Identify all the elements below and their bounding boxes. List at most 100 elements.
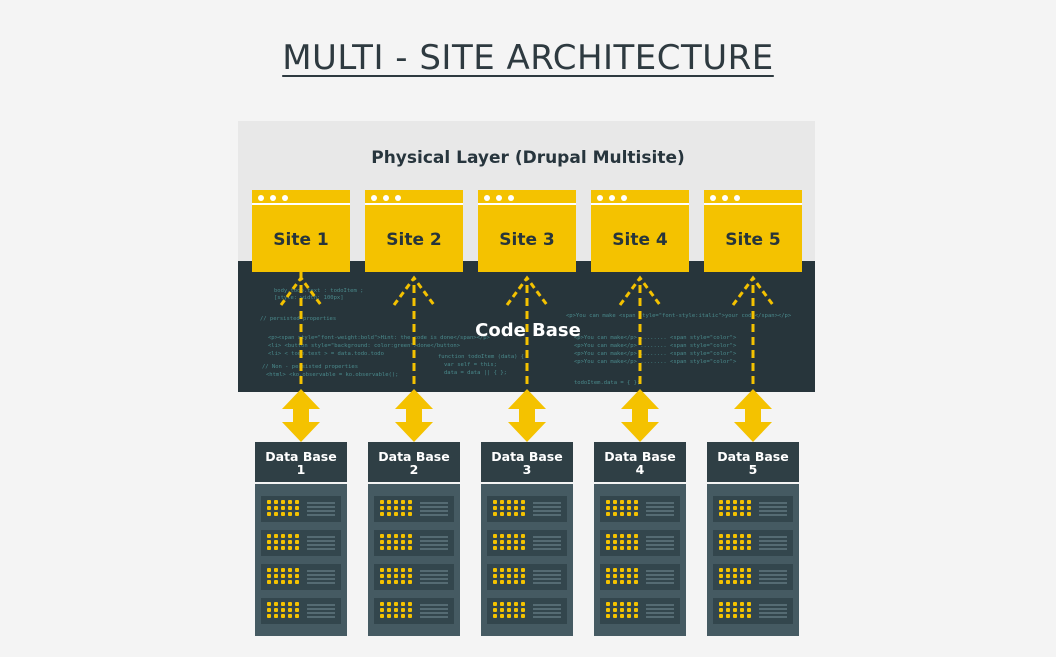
server-led [740,602,744,606]
database-number: 3 [522,462,532,477]
server-slot [759,570,787,572]
site-window-1: Site 1 [252,190,350,272]
server-led [281,506,285,510]
server-slot [646,514,674,516]
server-rack-1 [255,484,347,636]
server-led-grid [380,500,414,518]
server-led [408,512,412,516]
database-1-header: Data Base 1 [255,442,347,482]
server-led [726,580,730,584]
server-slot [646,616,674,618]
server-slot [307,506,335,508]
server-led [401,602,405,606]
server-led [387,500,391,504]
server-led [401,580,405,584]
server-slot [420,612,448,614]
server-slot [646,570,674,572]
server-unit-icon [713,564,793,590]
server-slot [533,544,561,546]
server-led [613,500,617,504]
server-led [408,614,412,618]
server-led [288,506,292,510]
server-led [634,602,638,606]
server-led [380,546,384,550]
server-led [274,608,278,612]
server-led [281,568,285,572]
code-line: <p><span style="font-weight:bold">Hint: … [268,335,490,341]
server-led [267,568,271,572]
window-dot-icon [395,195,401,201]
window-dot-icon [597,195,603,201]
server-led [613,608,617,612]
server-led [387,534,391,538]
database-label: Data Base [491,449,563,464]
server-led [274,614,278,618]
server-led [493,512,497,516]
server-led [740,568,744,572]
window-dot-icon [383,195,389,201]
server-slot [307,536,335,538]
server-slot [646,548,674,550]
server-led-grid [493,602,527,620]
server-led [394,540,398,544]
server-led [521,540,525,544]
server-led [507,546,511,550]
server-led [500,602,504,606]
server-led [267,500,271,504]
server-led [274,574,278,578]
server-led [274,534,278,538]
code-line: <p>You can make</p> ........ <span style… [574,351,737,357]
server-led [719,512,723,516]
server-led [733,534,737,538]
server-slot [533,570,561,572]
server-led [521,500,525,504]
server-led [521,506,525,510]
dashed-arrow-site-5 [731,275,775,384]
server-led-grid [493,534,527,552]
database-4-header: Data Base 4 [594,442,686,482]
server-led [514,534,518,538]
server-led [295,500,299,504]
server-led [394,512,398,516]
server-led [401,500,405,504]
database-2-header: Data Base 2 [368,442,460,482]
server-slot [646,540,674,542]
server-led [387,574,391,578]
server-led [606,568,610,572]
server-led [387,540,391,544]
server-led [740,534,744,538]
server-led [281,534,285,538]
server-led [726,574,730,578]
server-led [295,512,299,516]
server-slot [420,582,448,584]
server-led [295,602,299,606]
dashed-arrow-site-3 [505,275,549,384]
server-led [267,512,271,516]
server-led [288,614,292,618]
server-led [500,540,504,544]
server-led [514,602,518,606]
server-slot [307,544,335,546]
server-led [493,546,497,550]
server-led [613,614,617,618]
server-led [281,614,285,618]
server-slot [646,608,674,610]
server-slot [646,582,674,584]
code-line: // Non - persisted properties [262,364,359,370]
server-slot [420,604,448,606]
server-slot [533,502,561,504]
server-slot [307,574,335,576]
server-led [740,512,744,516]
server-led [500,506,504,510]
server-unit-icon [600,598,680,624]
server-led [500,500,504,504]
server-led [267,540,271,544]
server-led-grid [719,500,753,518]
server-led [493,506,497,510]
server-led [514,506,518,510]
server-slot [420,570,448,572]
server-unit-icon [374,496,454,522]
server-led [726,534,730,538]
server-led [288,580,292,584]
server-led [521,608,525,612]
